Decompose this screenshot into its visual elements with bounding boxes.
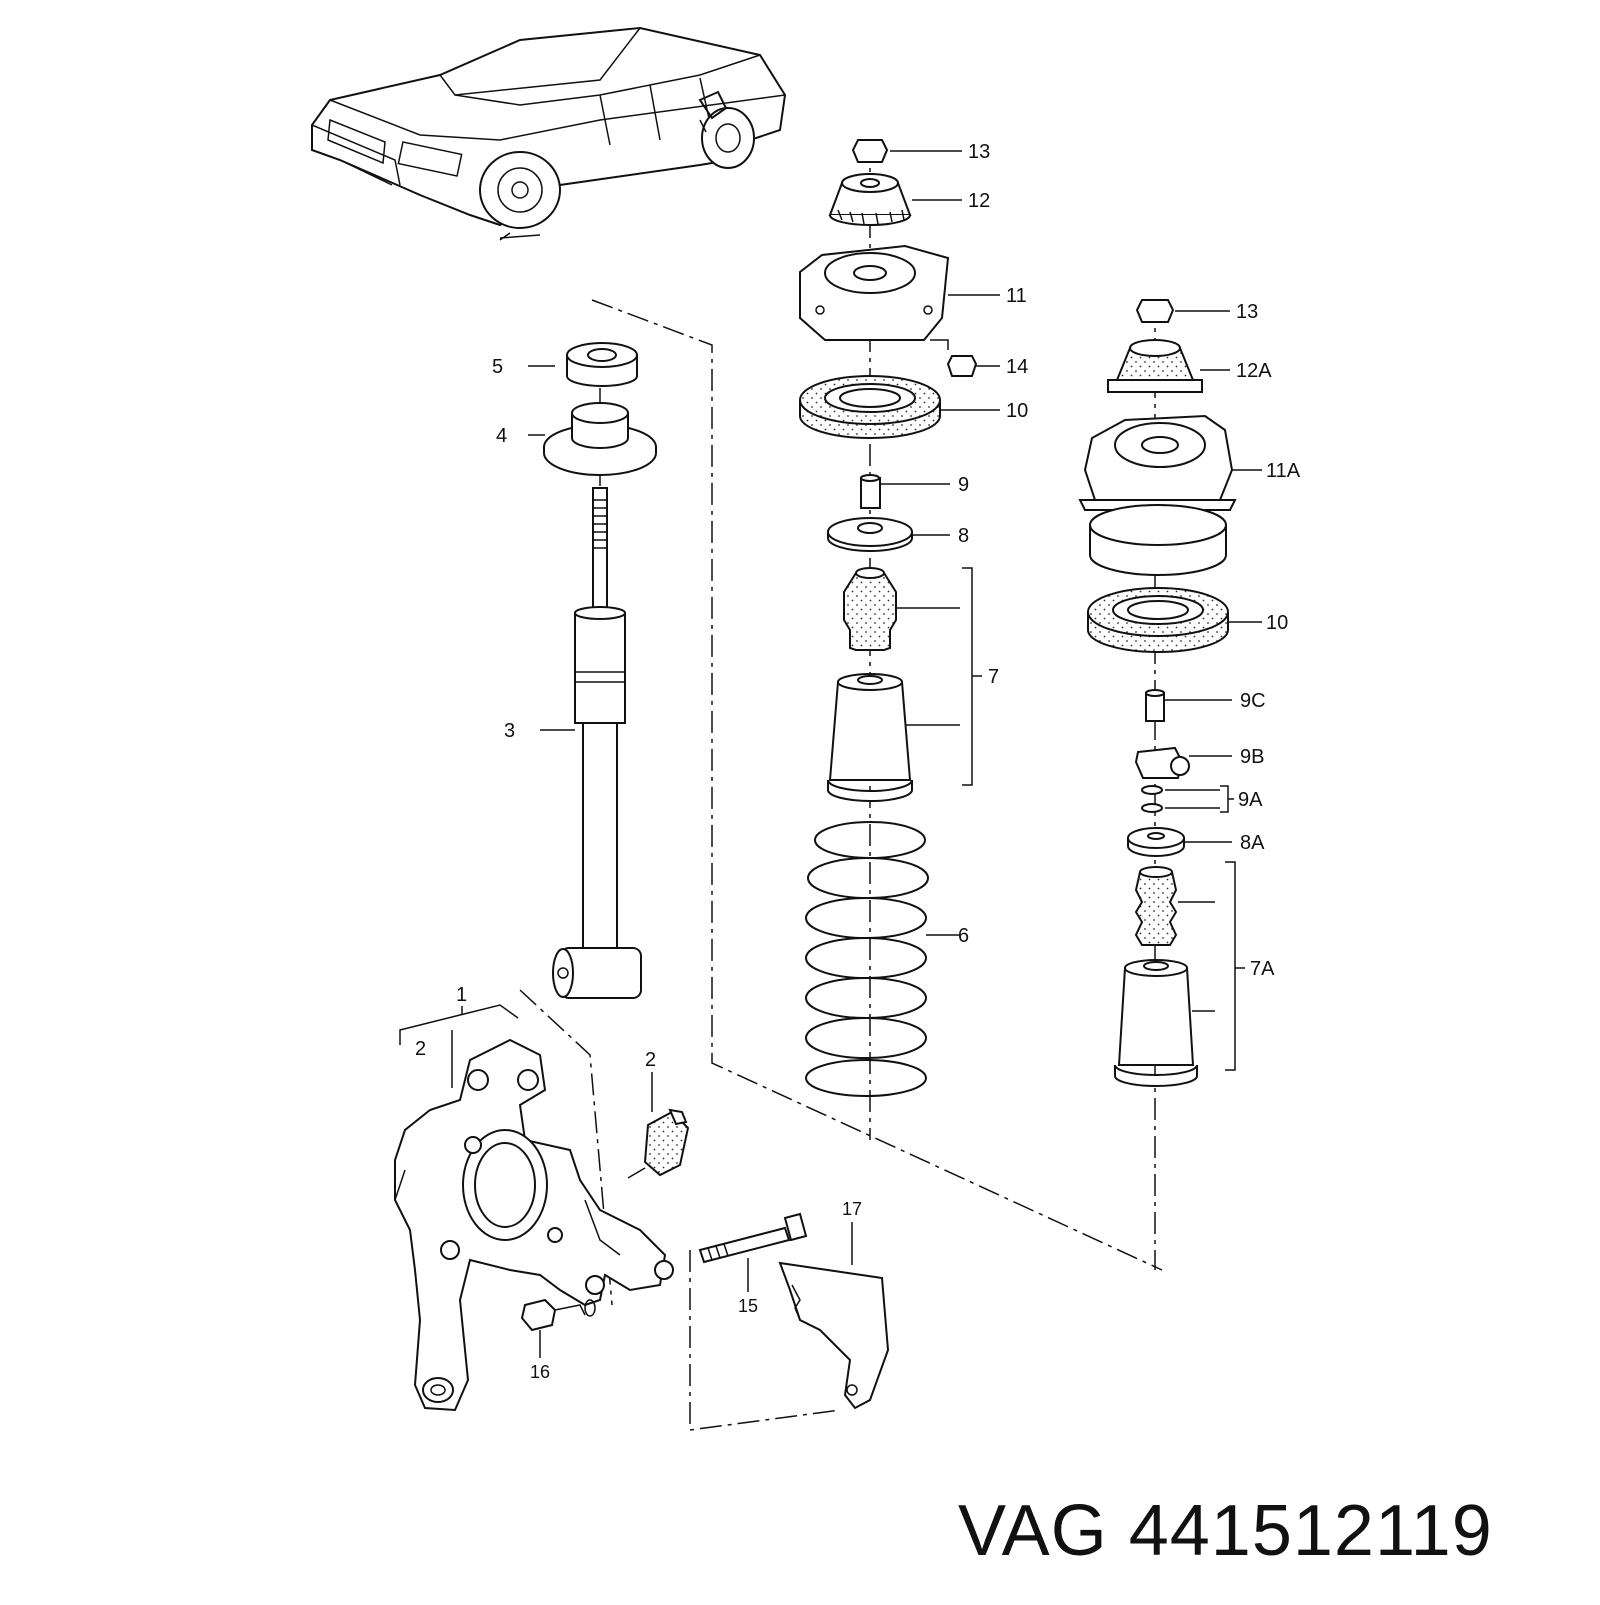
callout-13b: 13 [1236,301,1258,323]
center-spring-stack [799,139,978,1097]
callout-11: 11 [1006,285,1027,307]
callout-10a: 10 [1006,400,1028,422]
part-11-strut-mount-plate [799,244,950,341]
callout-9: 9 [958,474,969,496]
callout-labels: 13 12 11 14 10 9 8 7 6 5 4 3 1 2 2 13 12… [415,141,1301,1382]
part-10-spring-isolator-variant [1087,587,1229,653]
part-6-coil-spring [805,821,929,1097]
callout-8A: 8A [1240,832,1265,854]
part-13-nut [851,139,889,163]
part-8A-washer [1127,827,1185,857]
callout-11A: 11A [1266,460,1301,482]
callout-15: 15 [738,1296,758,1316]
callout-2b: 2 [645,1049,656,1071]
callout-7A: 7A [1250,958,1275,980]
callout-12A: 12A [1236,360,1272,382]
part-1-wheel-bearing-housing [394,1038,674,1412]
part-9C-sleeve [1145,689,1165,722]
callout-6: 6 [958,925,969,947]
part-9A-washer-top [1141,785,1163,795]
part-13-nut-variant [1135,299,1175,323]
part-16-nut [520,1298,596,1332]
part-7A-bump-stop [1134,866,1178,946]
callout-14: 14 [1006,356,1028,378]
callout-9A: 9A [1238,789,1263,811]
callout-10b: 10 [1266,612,1288,634]
part-14-nut [946,355,978,377]
callout-1: 1 [456,984,467,1006]
callout-3: 3 [504,720,515,742]
part-12A-upper-mount [1107,339,1203,393]
shock-lower-body [582,722,618,949]
car-illustration [311,26,787,241]
part-11A-lower-ring [1089,504,1227,576]
part-11A-strut-mount-plate [1078,414,1237,511]
part-17-bracket [778,1261,890,1410]
shock-rod [592,487,608,614]
shock-upper-body [574,612,626,724]
leader-lines [399,150,1262,1358]
callout-9C: 9C [1240,690,1266,712]
part-10-spring-isolator [799,375,941,439]
callout-4: 4 [496,425,507,447]
part-5-bushing [566,342,638,387]
callout-8: 8 [958,525,969,547]
part-8-washer [827,517,913,552]
part-12-upper-mount [828,173,912,226]
part-9A-washer-bottom [1141,803,1163,813]
shock-absorber-assembly [543,342,657,999]
callout-7: 7 [988,666,999,688]
part-number-label: VAG 441512119 [958,1491,1493,1571]
part-15-bolt [698,1212,808,1264]
right-variant-stack [1078,299,1237,1087]
callout-9B: 9B [1240,746,1264,768]
callout-12: 12 [968,190,990,212]
callout-5: 5 [492,356,503,378]
part-7A-dust-boot [1114,959,1198,1087]
part-9B-bracket [1134,746,1190,779]
part-7-dust-boot [827,673,913,802]
callout-17: 17 [842,1199,862,1219]
callout-16: 16 [530,1362,550,1382]
callout-2a: 2 [415,1038,426,1060]
part-2-bushing [627,1108,690,1179]
part-7-bump-stop [843,567,897,651]
part-9-sleeve [860,474,881,509]
part-4-spring-seat [543,402,657,476]
callout-13a: 13 [968,141,990,163]
